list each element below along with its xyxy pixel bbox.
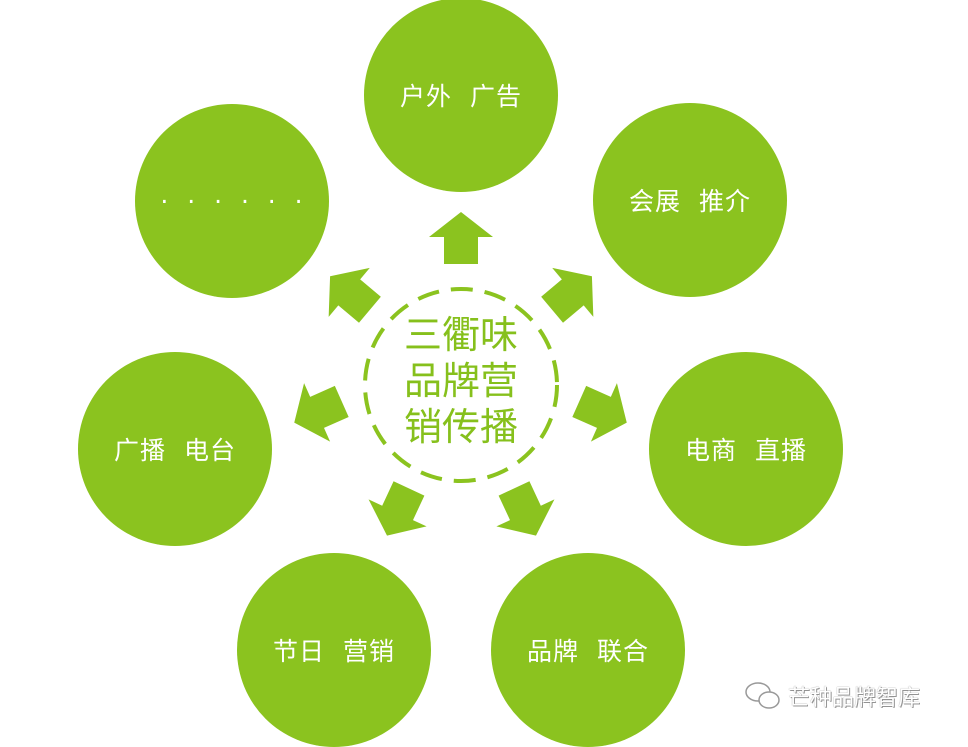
watermark: 芒种品牌智库 [744,680,920,712]
center-line: 销传播 [403,405,518,449]
node-brand-collab: 品牌 联合 [491,553,685,747]
arrow-right-icon [572,383,627,442]
wechat-icon [745,682,780,709]
center-line: 三衢味 [403,313,518,357]
center-title: 三衢味 品牌营 销传播 [391,312,531,450]
node-radio: 广播 电台 [78,352,272,546]
watermark-text: 芒种品牌智库 [788,686,921,711]
arrow-lower-right-icon [496,481,555,536]
node-outdoor-ads: 户外 广告 [364,0,558,192]
arrow-upper-right-icon [541,267,594,323]
arrow-left-icon [294,383,349,442]
arrow-lower-left-icon [368,481,427,536]
node-ecommerce-live: 电商 直播 [649,352,843,546]
center-dashed-circle [363,287,559,483]
node-more: · · · · · · [135,104,329,298]
node-exhibition: 会展 推介 [593,103,787,297]
node-festival-marketing: 节日 营销 [237,553,431,747]
arrow-upper-left-icon [328,267,381,323]
center-line: 品牌营 [403,359,518,403]
arrow-up-icon [429,212,493,264]
